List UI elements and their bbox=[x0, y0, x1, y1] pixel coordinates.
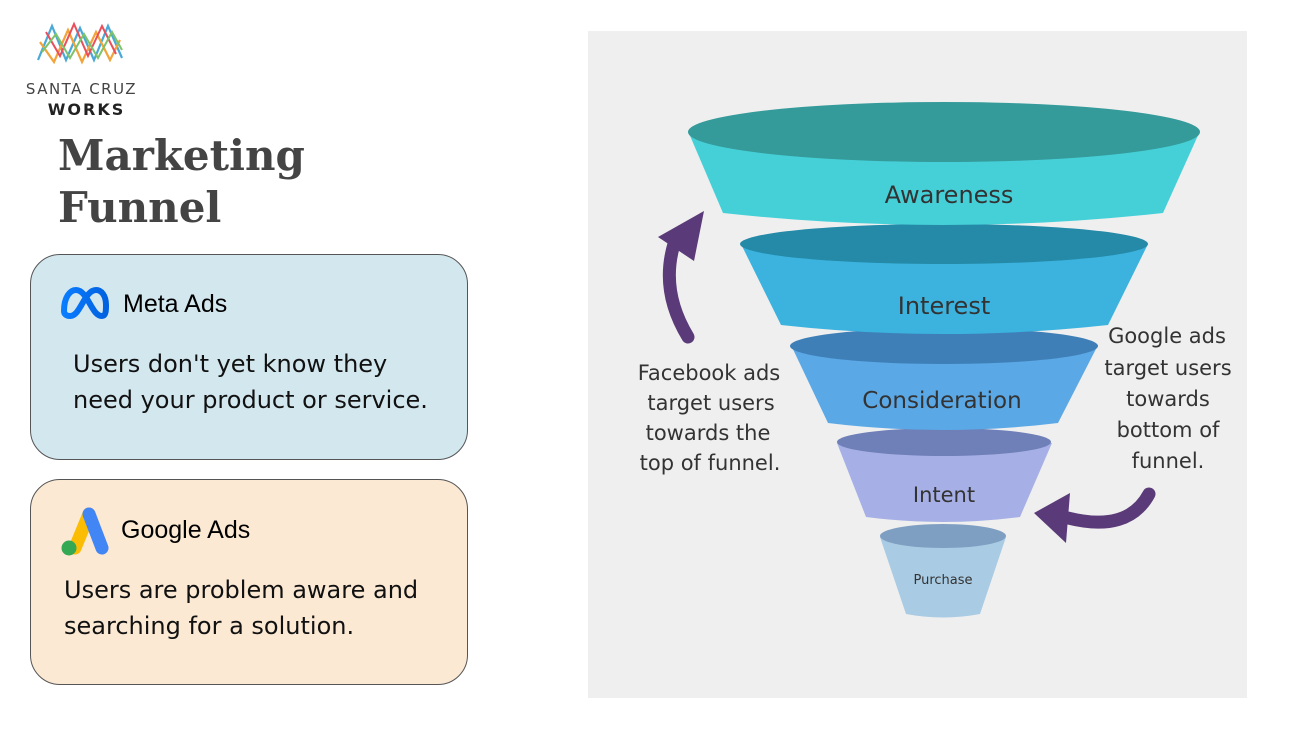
google-ads-logo-icon bbox=[61, 507, 109, 556]
left-note-line4: top of funnel. bbox=[640, 451, 781, 475]
funnel-stage-intent bbox=[837, 443, 1052, 522]
funnel-label-awareness: Awareness bbox=[885, 181, 1014, 209]
left-arrow-icon bbox=[1034, 487, 1156, 543]
left-note-line3: towards the bbox=[646, 421, 771, 445]
meta-ads-title: Meta Ads bbox=[123, 290, 228, 318]
left-note-line1: Facebook ads bbox=[638, 361, 781, 385]
logo-text-line1: SANTA CRUZ bbox=[25, 80, 138, 98]
right-note-line1: Google ads bbox=[1108, 324, 1226, 348]
google-ads-note: Google ads target users towards bottom o… bbox=[1104, 324, 1231, 473]
right-note-line2: target users bbox=[1104, 356, 1231, 380]
page-title: Marketing Funnel bbox=[58, 130, 378, 234]
meta-ads-card: Meta Ads Users don't yet know they need … bbox=[30, 254, 468, 460]
funnel-label-intent: Intent bbox=[913, 483, 975, 507]
funnel-label-interest: Interest bbox=[898, 292, 990, 320]
meta-ads-description: Users don't yet know they need your prod… bbox=[73, 350, 428, 414]
google-ads-description: Users are problem aware and searching fo… bbox=[64, 576, 419, 640]
right-note-line5: funnel. bbox=[1132, 449, 1205, 473]
page-title-line1: Marketing bbox=[58, 131, 305, 180]
up-arrow-icon bbox=[658, 211, 704, 344]
marketing-funnel-diagram: Awareness Interest Consideration Intent … bbox=[588, 31, 1247, 698]
funnel-stage-purchase bbox=[880, 537, 1006, 618]
google-ads-card: Google Ads Users are problem aware and s… bbox=[30, 479, 468, 685]
funnel-stage-consideration bbox=[791, 345, 1098, 430]
facebook-ads-note: Facebook ads target users towards the to… bbox=[638, 361, 781, 475]
page-title-line2: Funnel bbox=[58, 183, 222, 232]
santa-cruz-works-logo-icon bbox=[36, 21, 124, 65]
funnel-label-purchase: Purchase bbox=[913, 573, 972, 588]
funnel-stage-interest bbox=[741, 244, 1148, 334]
right-note-line3: towards bbox=[1126, 387, 1210, 411]
left-note-line2: target users bbox=[647, 391, 774, 415]
santa-cruz-works-logo: SANTA CRUZ WORKS bbox=[10, 20, 150, 120]
meta-logo-icon bbox=[61, 287, 109, 319]
google-ads-title: Google Ads bbox=[121, 516, 251, 544]
funnel-label-consideration: Consideration bbox=[862, 388, 1021, 414]
right-note-line4: bottom of bbox=[1117, 418, 1220, 442]
logo-text-line2: WORKS bbox=[47, 100, 126, 119]
